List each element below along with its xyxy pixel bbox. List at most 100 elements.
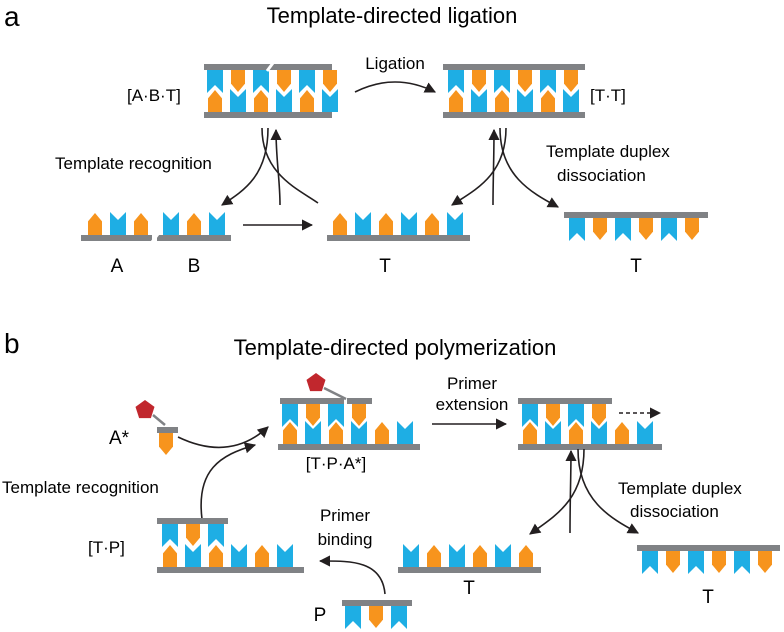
strand-b-label: B bbox=[188, 256, 201, 277]
dissociation-arrows-b bbox=[529, 448, 639, 535]
backbone bbox=[518, 444, 662, 450]
primer-extension-label-2: extension bbox=[436, 395, 509, 414]
strand-t-free bbox=[398, 544, 541, 573]
purine-glyph bbox=[449, 90, 463, 112]
purine-glyph bbox=[639, 218, 653, 240]
pyrimidine-glyph bbox=[351, 421, 367, 444]
strand-a-label: A bbox=[111, 256, 124, 277]
purine-glyph bbox=[546, 404, 560, 426]
purine-glyph bbox=[523, 422, 537, 444]
purine-glyph bbox=[375, 422, 389, 444]
purine-glyph bbox=[159, 433, 173, 455]
dissociation-label-b: dissociation bbox=[630, 502, 719, 521]
purine-glyph bbox=[187, 213, 201, 235]
pyrimidine-glyph bbox=[299, 70, 315, 93]
activated-monomer bbox=[135, 400, 178, 455]
purine-glyph bbox=[758, 551, 772, 573]
purine-glyph bbox=[473, 545, 487, 567]
pyrimidine-glyph bbox=[517, 89, 533, 112]
pyrimidine-glyph bbox=[615, 218, 631, 241]
backbone bbox=[157, 427, 178, 433]
backbone bbox=[347, 398, 372, 404]
activating-group bbox=[306, 373, 326, 392]
purine-glyph bbox=[379, 213, 393, 235]
purine-glyph bbox=[615, 422, 629, 444]
purine-glyph bbox=[427, 545, 441, 567]
panel-b-title: Template-directed polymerization bbox=[234, 335, 557, 360]
purine-glyph bbox=[88, 213, 102, 235]
backbone bbox=[204, 64, 332, 70]
pyrimidine-glyph bbox=[162, 524, 178, 547]
primer-binding-label-1: Primer bbox=[320, 506, 370, 525]
strand-t-product bbox=[327, 212, 470, 241]
strand-t-label-1: T bbox=[379, 256, 391, 277]
backbone bbox=[157, 567, 304, 573]
backbone bbox=[564, 212, 708, 218]
template-recognition-label-b: Template recognition bbox=[2, 478, 159, 497]
abt-complex-label: [A·B·T] bbox=[127, 86, 181, 105]
pyrimidine-glyph bbox=[642, 551, 658, 574]
primer-binding-label-2: binding bbox=[318, 530, 373, 549]
linker bbox=[323, 386, 347, 401]
panel-b: b Template-directed polymerization A* [T… bbox=[2, 328, 780, 629]
tpa-complex-label: [T·P·A*] bbox=[306, 454, 366, 473]
purine-glyph bbox=[333, 213, 347, 235]
backbone bbox=[342, 600, 412, 606]
purine-glyph bbox=[425, 213, 439, 235]
pyrimidine-glyph bbox=[163, 212, 179, 235]
pyrimidine-glyph bbox=[282, 404, 298, 427]
pyrimidine-glyph bbox=[401, 212, 417, 235]
purine-glyph bbox=[134, 213, 148, 235]
primer-strand bbox=[342, 600, 412, 629]
pyrimidine-glyph bbox=[495, 544, 511, 567]
pyrimidine-glyph bbox=[207, 70, 223, 93]
pyrimidine-glyph bbox=[661, 218, 677, 241]
purine-glyph bbox=[685, 218, 699, 240]
panel-a-letter: a bbox=[4, 1, 20, 32]
recognition-arrows-a bbox=[221, 127, 319, 206]
purine-glyph bbox=[495, 90, 509, 112]
pyrimidine-glyph bbox=[391, 606, 407, 629]
pyrimidine-glyph bbox=[328, 404, 344, 427]
pyrimidine-glyph bbox=[277, 544, 293, 567]
pyrimidine-glyph bbox=[447, 212, 463, 235]
backbone bbox=[327, 235, 470, 241]
backbone bbox=[278, 444, 420, 450]
pyrimidine-glyph bbox=[540, 70, 556, 93]
backbone bbox=[398, 567, 541, 573]
pyrimidine-glyph bbox=[276, 89, 292, 112]
pyrimidine-glyph bbox=[591, 421, 607, 444]
backbone bbox=[157, 235, 231, 241]
template-recognition-label-a: Template recognition bbox=[55, 154, 212, 173]
purine-glyph bbox=[277, 70, 291, 92]
purine-glyph bbox=[593, 218, 607, 240]
purine-glyph bbox=[163, 545, 177, 567]
purine-glyph bbox=[666, 551, 680, 573]
purine-glyph bbox=[283, 422, 297, 444]
pyrimidine-glyph bbox=[545, 421, 561, 444]
purine-glyph bbox=[329, 422, 343, 444]
pyrimidine-glyph bbox=[397, 421, 413, 444]
tt-complex-duplex bbox=[443, 64, 585, 118]
purine-glyph bbox=[569, 422, 583, 444]
strand-t-released-b bbox=[637, 545, 780, 574]
strand-t-label-2: T bbox=[630, 256, 642, 277]
pyrimidine-glyph bbox=[568, 404, 584, 427]
pyrimidine-glyph bbox=[449, 544, 465, 567]
strand-b bbox=[150, 212, 231, 243]
tp-complex-label: [T·P] bbox=[88, 538, 125, 557]
purine-glyph bbox=[323, 70, 337, 92]
primer-label: P bbox=[314, 605, 327, 626]
tp-complex-duplex bbox=[157, 518, 304, 573]
backbone bbox=[637, 545, 780, 551]
purine-glyph bbox=[231, 70, 245, 92]
purine-glyph bbox=[300, 90, 314, 112]
strand-t-released bbox=[564, 212, 708, 241]
pyrimidine-glyph bbox=[355, 212, 371, 235]
purine-glyph bbox=[712, 551, 726, 573]
pyrimidine-glyph bbox=[688, 551, 704, 574]
panel-a: a Template-directed ligation [A·B·T] [T·… bbox=[4, 1, 708, 277]
abt-complex-duplex bbox=[204, 62, 338, 118]
pyrimidine-glyph bbox=[185, 544, 201, 567]
primer-extension-label-1: Primer bbox=[447, 374, 497, 393]
